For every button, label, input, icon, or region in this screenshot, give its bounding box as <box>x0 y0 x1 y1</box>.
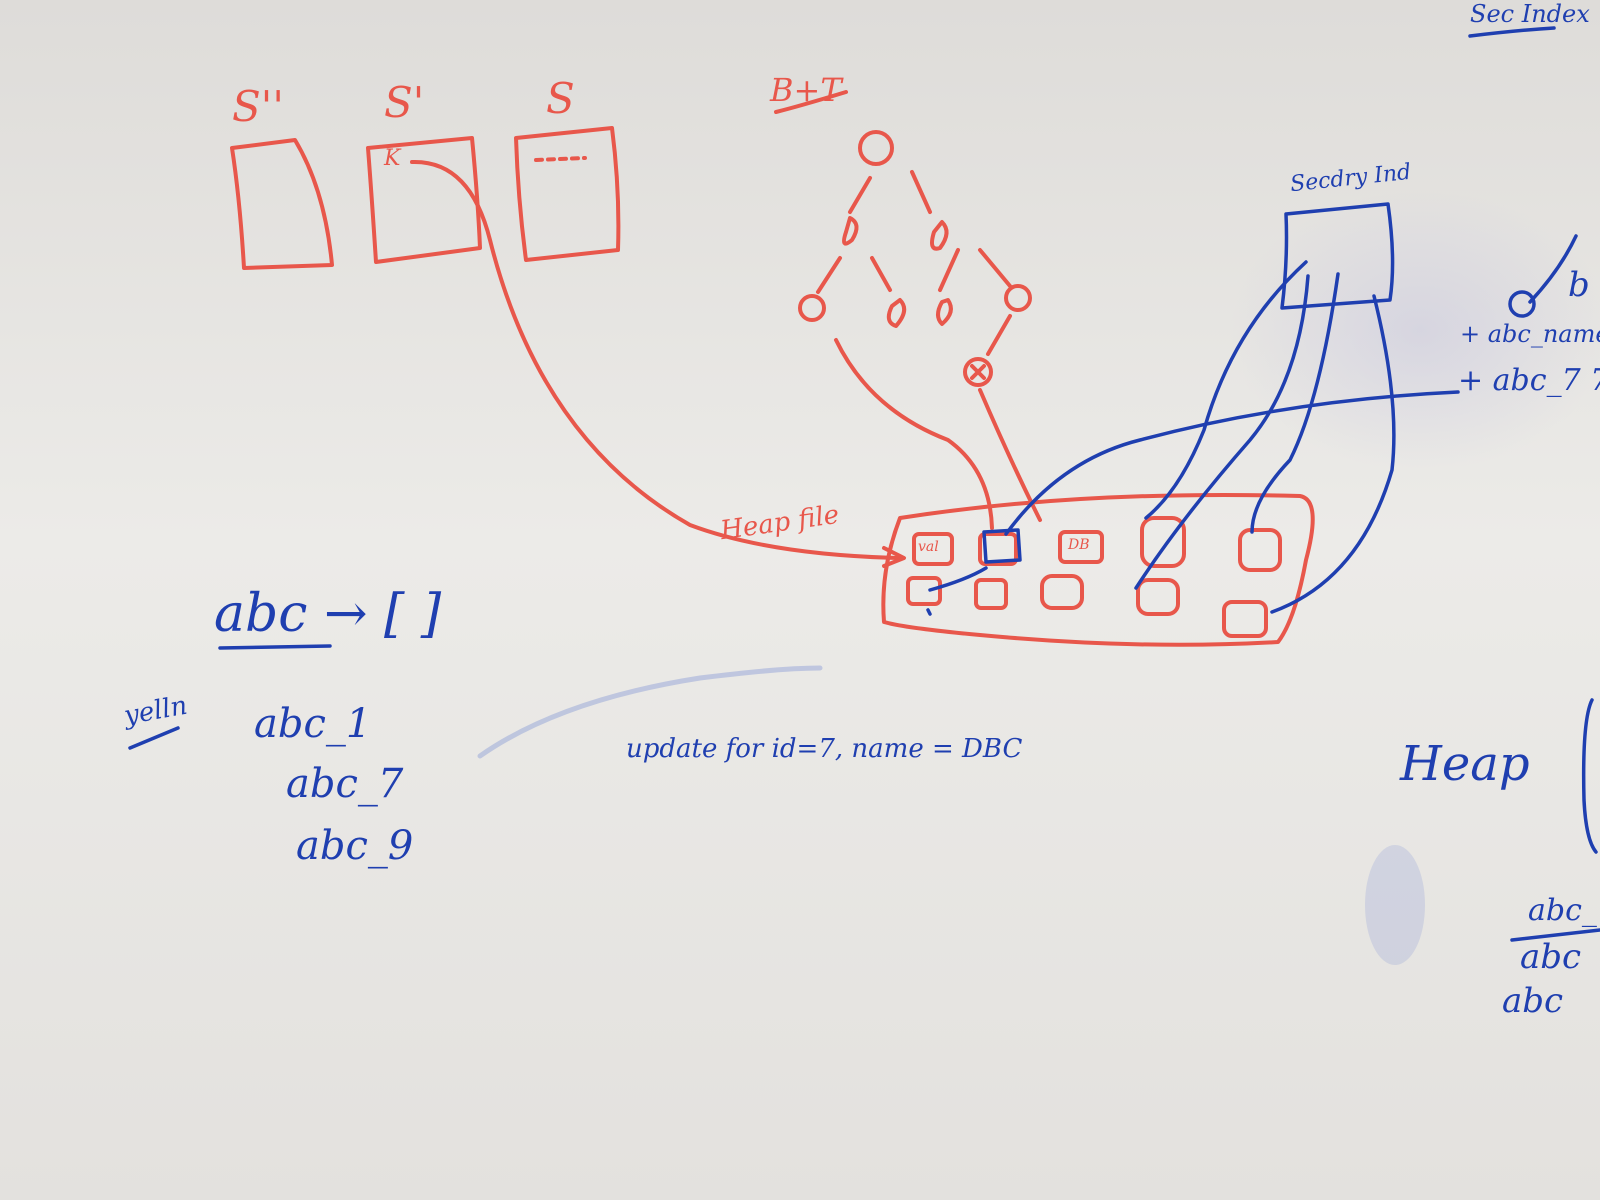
sec-pointer-1 <box>1144 260 1308 520</box>
tree-title-underline <box>774 90 848 114</box>
list-item-2: abc_7 <box>286 761 404 807</box>
label-update-note: update for id=7, name = DBC <box>626 734 1023 764</box>
abc-underline <box>218 644 332 650</box>
heap-cell-2 <box>978 532 1018 566</box>
tree-edge <box>938 248 960 292</box>
yelln-underline <box>128 726 180 750</box>
heap-bracket <box>1581 698 1598 854</box>
right-edge-circle <box>1508 290 1536 318</box>
page-s-double-prime <box>230 138 334 270</box>
label-s-prime: S' <box>384 78 425 127</box>
secondary-index-box <box>1280 202 1395 310</box>
tree-edge <box>910 170 932 214</box>
tree-edge <box>978 248 1012 288</box>
dots-in-s <box>534 156 587 162</box>
tree-node-l <box>842 216 859 246</box>
heap-cell-10 <box>1222 600 1268 638</box>
sec-pointer-2 <box>1134 274 1310 590</box>
right-pointer-to-heap <box>1004 390 1460 536</box>
erased-stroke <box>477 665 823 759</box>
erased-smudge-2 <box>1365 845 1425 965</box>
bottom-right-underline <box>1510 928 1600 942</box>
heap-cell-6 <box>906 576 942 606</box>
label-top-right-corner: Sec Index <box>1470 0 1590 28</box>
tree-x-mark <box>970 364 986 380</box>
pointer-node-to-heap <box>978 388 1042 522</box>
label-cell-b: DB <box>1068 537 1090 553</box>
tree-node-low <box>963 357 993 387</box>
sec-index-underline <box>1468 26 1556 38</box>
label-s: S <box>546 74 575 123</box>
heap-cell-2-highlight <box>982 528 1022 564</box>
tree-leaf-3 <box>936 298 953 326</box>
tree-edge <box>816 256 842 294</box>
heap-blue-arrow <box>928 566 988 592</box>
heap-cell-7 <box>974 578 1008 610</box>
sec-pointer-4 <box>1270 294 1396 614</box>
heap-cell-4 <box>1140 516 1186 568</box>
tree-leaf-1 <box>798 294 826 322</box>
page-s <box>514 126 621 262</box>
heap-cell-3 <box>1058 530 1104 564</box>
heap-cell-1 <box>912 532 954 566</box>
tree-edge <box>870 256 892 292</box>
sec-pointer-3 <box>1250 272 1340 534</box>
tree-edge <box>848 176 872 214</box>
label-abc-bracket: abc → [ ] <box>214 584 442 644</box>
tree-leaf-2 <box>886 298 907 328</box>
erased-smudge <box>1230 190 1600 470</box>
label-cell-a: val <box>918 539 939 555</box>
tree-leaf-4 <box>1004 284 1032 312</box>
label-heap: Heap <box>1400 736 1530 792</box>
list-item-1: abc_1 <box>254 701 372 747</box>
label-k: K <box>384 146 401 171</box>
label-bottom-right-1: abc_ <box>1528 893 1597 928</box>
label-bottom-right-2: abc <box>1520 937 1582 977</box>
heap-blue-dot <box>926 608 932 616</box>
label-tree-title: B+T <box>770 71 842 109</box>
label-right-abc-name: + abc_name <box>1460 320 1600 348</box>
heap-file-container <box>881 492 1315 647</box>
label-s-double-prime: S'' <box>232 82 284 131</box>
tree-edge <box>986 314 1012 356</box>
pointer-leaf1-to-heap <box>834 338 994 530</box>
list-item-3: abc_9 <box>296 823 414 869</box>
tree-root <box>858 130 894 166</box>
heap-cell-5 <box>1238 528 1282 572</box>
label-right-b: b <box>1568 265 1590 305</box>
right-pointer-up <box>1528 234 1578 304</box>
label-bottom-right-3: abc <box>1502 981 1564 1021</box>
page-s-prime <box>366 136 482 264</box>
label-right-abc7: + abc_7 7 <box>1458 363 1600 398</box>
heap-cell-9 <box>1136 578 1180 616</box>
pointer-k-to-heap <box>410 159 902 560</box>
heap-cell-8 <box>1040 574 1084 610</box>
tree-node-r <box>930 220 949 251</box>
